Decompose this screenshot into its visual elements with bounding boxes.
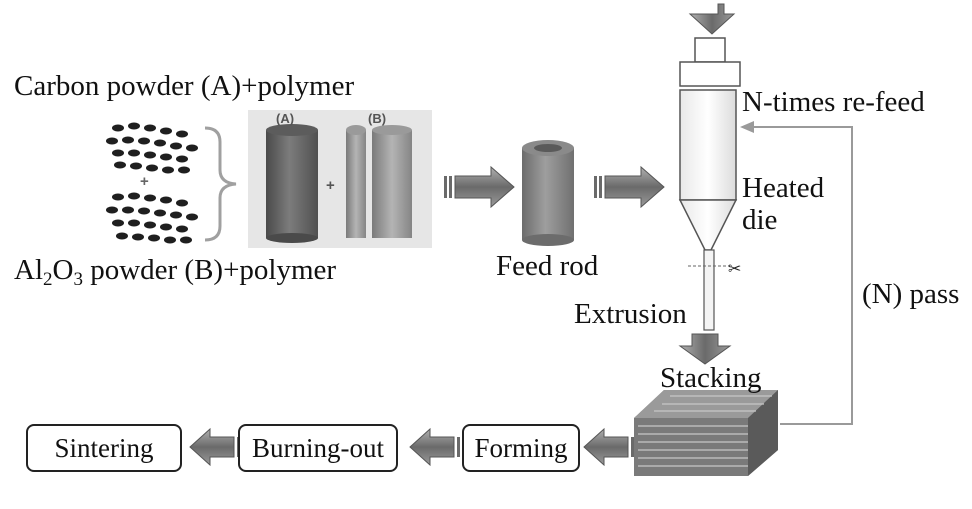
n-times-refeed-label: N-times re-feed [742, 86, 925, 118]
stacking-label: Stacking [660, 362, 762, 394]
svg-text:✂: ✂ [728, 259, 741, 278]
extrusion-label: Extrusion [574, 298, 687, 330]
arrow-down-to-stacking [678, 333, 732, 365]
plus-sign-cylinders: + [326, 177, 335, 194]
plus-sign: + [140, 173, 149, 190]
arrow-to-extruder [594, 165, 665, 209]
feed-rod-shape [522, 140, 574, 246]
heated-label: Heated [742, 172, 825, 204]
alumina-powder-label: Al2O3 powder (B)+polymer [14, 254, 337, 290]
arrow-forming-to-burning [409, 427, 460, 467]
arrow-burning-to-sintering [189, 427, 240, 467]
carbon-powder-label: Carbon powder (A)+polymer [14, 70, 355, 102]
cylinder-a [266, 124, 318, 243]
cylinder-a-label: (A) [276, 111, 295, 126]
feed-rod-label: Feed rod [496, 250, 599, 282]
burning-out-box: Burning-out [238, 424, 398, 472]
carbon-particle-cluster [106, 122, 198, 174]
cylinder-b-label: (B) [368, 111, 387, 126]
arrow-stack-to-forming [583, 427, 634, 467]
extruder-apparatus: ✂ [678, 3, 741, 331]
alumina-particle-cluster [106, 192, 198, 244]
refeed-arrowhead [740, 121, 754, 133]
arrow-to-feed-rod [444, 165, 515, 209]
cylinder-b [346, 125, 412, 238]
forming-box: Forming [462, 424, 580, 472]
die-label: die [742, 204, 778, 236]
n-pass-label: (N) pass [862, 278, 960, 310]
sintering-box: Sintering [26, 424, 182, 472]
grouping-brace [204, 126, 237, 242]
refeed-loop-line [752, 126, 853, 425]
stacked-rods [634, 390, 778, 476]
